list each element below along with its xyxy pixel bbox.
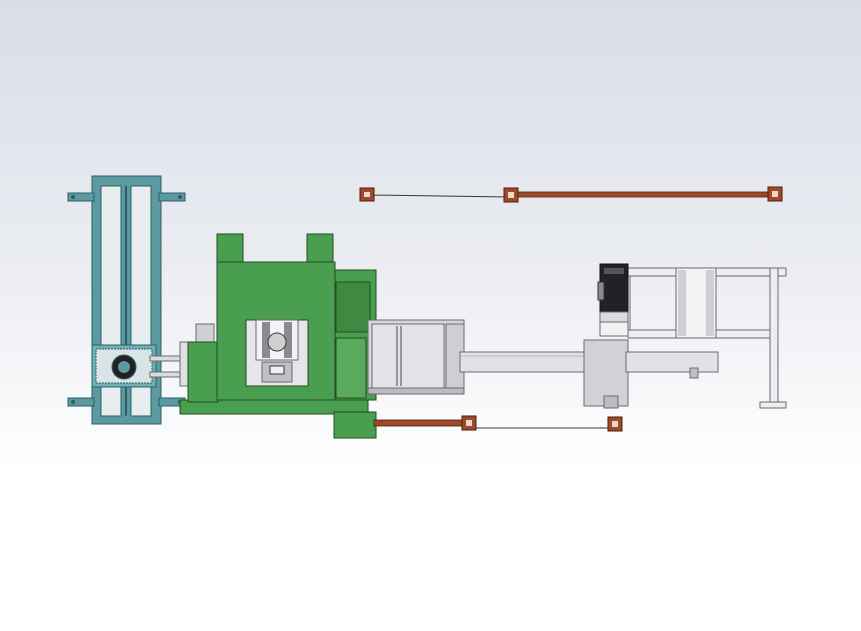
top-rust-guide-rail [359,186,783,203]
drive-motor-icon [597,263,629,337]
green-press-housing [179,233,377,439]
steel-conveyor-beam [459,339,719,409]
right-support-frame [599,267,787,409]
bottom-rust-guide-rail [373,415,623,432]
teal-vertical-feeder-frame [67,175,186,425]
gray-transfer-unit [367,319,465,395]
